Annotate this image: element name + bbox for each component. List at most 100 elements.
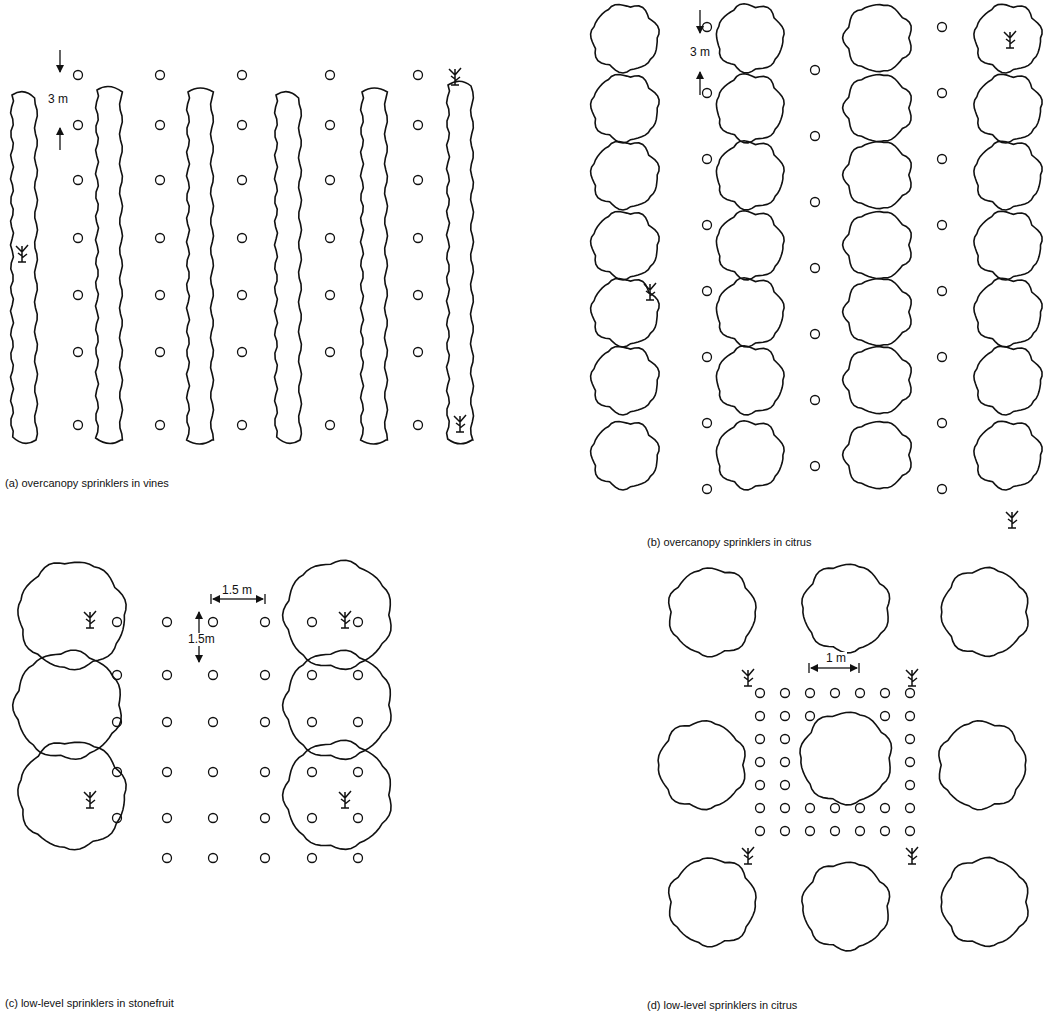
sprinkler (781, 804, 790, 813)
sprinkler (326, 291, 335, 300)
sprinkler (238, 176, 247, 185)
sprinkler (156, 421, 165, 430)
tree-canopy (716, 4, 784, 73)
tree-canopy (591, 75, 660, 144)
sprinkler (703, 419, 712, 428)
sprinkler (163, 768, 172, 777)
sprinkler (74, 348, 83, 357)
sprinkler (326, 421, 335, 430)
sprinkler (906, 758, 915, 767)
sprinkler (938, 353, 947, 362)
tree-canopy (802, 862, 890, 951)
dimension-label: 1 m (825, 652, 847, 665)
sprinkler (811, 462, 820, 471)
sprinkler (156, 71, 165, 80)
sprinkler (163, 671, 172, 680)
sprinkler (756, 758, 765, 767)
sprinkler (74, 176, 83, 185)
vine-row (275, 92, 302, 444)
sprinkler (113, 768, 122, 777)
sprinkler (756, 735, 765, 744)
panel-caption: (d) low-level sprinklers in citrus (646, 999, 798, 1011)
sprinkler (74, 291, 83, 300)
sprinkler (156, 234, 165, 243)
tree-canopy (941, 567, 1028, 656)
sprinkler (806, 804, 815, 813)
sprinkler (703, 221, 712, 230)
tree-canopy (591, 142, 660, 211)
sprinkler (811, 132, 820, 141)
sprinkler (354, 854, 363, 863)
sprinkler (156, 176, 165, 185)
tree-canopy (716, 141, 784, 210)
sprinkler (938, 155, 947, 164)
sprinkler (163, 854, 172, 863)
vine-row (96, 86, 123, 443)
sprinkler (756, 827, 765, 836)
sprinkler (703, 23, 712, 32)
sprinkler (906, 804, 915, 813)
sprinkler (261, 618, 270, 627)
sprinkler (209, 718, 218, 727)
dimension-label: 3 m (47, 93, 69, 106)
sprinkler (261, 854, 270, 863)
sprinkler (74, 421, 83, 430)
tree-canopy (669, 568, 756, 657)
sprinkler (326, 121, 335, 130)
sprinkler (831, 827, 840, 836)
sprinkler (156, 291, 165, 300)
sprinkler (856, 804, 865, 813)
tree-canopy (591, 212, 660, 281)
sprinkler (881, 712, 890, 721)
sprinkler (113, 814, 122, 823)
dimension-label: 1.5 m (221, 584, 253, 597)
sprinkler (806, 689, 815, 698)
sprinkler (703, 353, 712, 362)
sprinkler (308, 768, 317, 777)
sprinkler (414, 421, 423, 430)
sprinkler (74, 234, 83, 243)
sprinkler (414, 71, 423, 80)
sprinkler (308, 671, 317, 680)
tree-canopy (843, 347, 912, 414)
sprinkler (326, 348, 335, 357)
sprinkler (811, 396, 820, 405)
tree-canopy (974, 211, 1042, 280)
sprinkler (113, 718, 122, 727)
sprinkler (906, 735, 915, 744)
tree-canopy (716, 346, 784, 415)
sprinkler (209, 618, 218, 627)
sprinkler (209, 768, 218, 777)
sprinkler (163, 814, 172, 823)
sprinkler (326, 71, 335, 80)
sprinkler (354, 814, 363, 823)
sprinkler (113, 671, 122, 680)
tree-canopy (843, 422, 912, 489)
tree-canopy (591, 422, 660, 491)
sprinkler (238, 121, 247, 130)
sprinkler (74, 121, 83, 130)
sprinkler (938, 23, 947, 32)
tree-canopy (939, 721, 1026, 810)
sprinkler (261, 768, 270, 777)
sprinkler (781, 689, 790, 698)
sprinkler (354, 671, 363, 680)
tree-canopy (591, 279, 660, 348)
sprinkler (703, 155, 712, 164)
sprinkler (856, 827, 865, 836)
sprinkler (906, 712, 915, 721)
tree-canopy (974, 141, 1042, 210)
tree-canopy (716, 421, 784, 490)
sprinkler (209, 854, 218, 863)
tree-canopy (716, 74, 784, 143)
tree-canopy (974, 4, 1042, 73)
sprinkler (906, 781, 915, 790)
sprinkler (781, 827, 790, 836)
sprinkler (156, 348, 165, 357)
tree-canopy (283, 740, 391, 849)
sprinkler (354, 768, 363, 777)
tree-canopy (18, 742, 126, 850)
sprinkler (781, 712, 790, 721)
sprinkler (781, 758, 790, 767)
tree-canopy (591, 5, 660, 74)
